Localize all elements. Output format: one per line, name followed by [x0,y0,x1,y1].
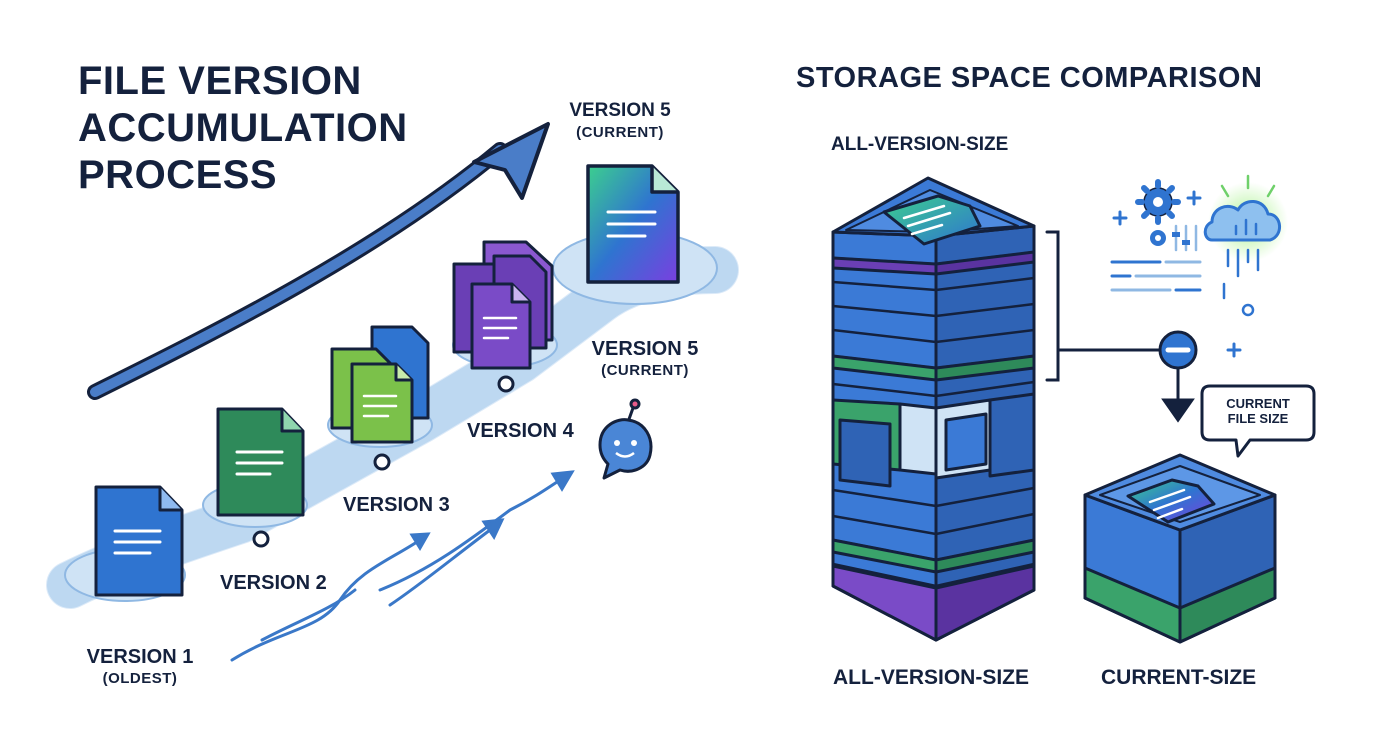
sliders-icon [1172,224,1198,252]
version-5-label: VERSION 5 [591,338,699,360]
data-lines-icon [1110,260,1202,292]
left-title: FILE VERSION ACCUMULATION PROCESS [78,59,408,197]
top-version-5-label: VERSION 5 [569,100,671,121]
bubble-line-2: FILE SIZE [1227,411,1289,426]
plus-icons [1112,190,1242,358]
all-version-size-top-label: ALL-VERSION-SIZE [831,134,1009,155]
minus-icon [1158,330,1198,370]
timeline-nodes [252,375,515,548]
assistant-bot-icon [598,398,653,480]
all-version-size-bottom-label: ALL-VERSION-SIZE [833,666,1030,689]
version-2-file-icon [216,407,305,517]
all-versions-storage-stack [831,176,1036,642]
version-5-note: (CURRENT) [601,362,689,379]
version-1-note: (OLDEST) [102,670,178,687]
top-version-5-note: (CURRENT) [576,124,664,141]
current-size-label: CURRENT-SIZE [1101,666,1257,689]
version-4-files-icon [452,240,554,370]
current-file-size-bubble [1200,384,1316,458]
gear-icon [1135,179,1181,225]
version-5-file-icon [586,164,680,284]
growth-arrow-icon [87,122,550,400]
version-2-label: VERSION 2 [220,572,327,594]
cube-top-file-icon [1126,478,1216,524]
progress-arrows-icon [230,470,575,662]
version-3-label: VERSION 3 [343,494,450,516]
current-size-cube [1083,453,1277,644]
version-3-files-icon [330,325,430,444]
version-1-label: VERSION 1 [86,646,194,668]
cloud-data-icon [1203,174,1288,317]
size-bracket [1045,230,1195,423]
right-title: STORAGE SPACE COMPARISON [796,62,1263,94]
small-gear-icon [1150,230,1166,246]
bubble-line-1: CURRENT [1226,396,1290,411]
stack-top-file-icon [882,194,982,246]
bubble-text: CURRENT FILE SIZE [1212,396,1304,426]
version-1-file-icon [94,485,184,597]
version-4-label: VERSION 4 [467,420,574,442]
